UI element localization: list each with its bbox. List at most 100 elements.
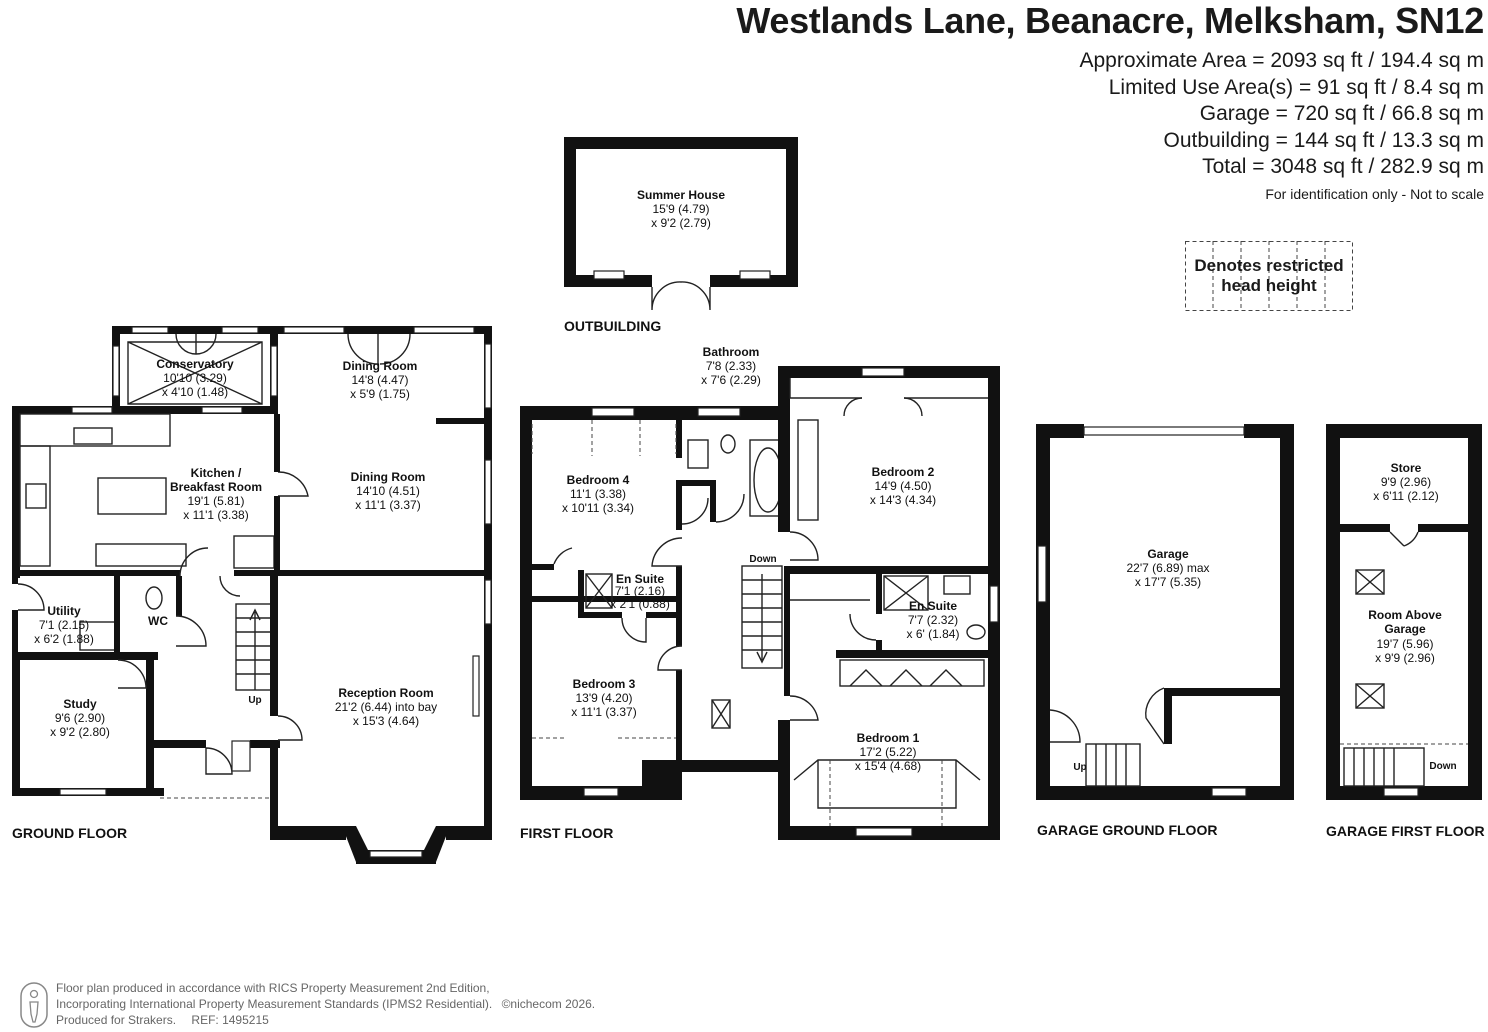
room-wc: WC: [148, 614, 168, 628]
room-dim: x 9'2 (2.80): [50, 725, 110, 739]
room-name: Kitchen /: [191, 466, 242, 480]
room-study: Study 9'6 (2.90) x 9'2 (2.80): [50, 697, 110, 739]
room-name: Reception Room: [338, 686, 433, 700]
room-ensuite: En Suite 7'7 (2.32) x 6' (1.84): [907, 599, 960, 641]
room-name: WC: [148, 614, 168, 628]
room-name: Dining Room: [351, 470, 426, 484]
first-floor-plan: [520, 366, 1000, 840]
room-store: Store 9'9 (2.96) x 6'11 (2.12): [1373, 461, 1438, 503]
room-name: Bedroom 4: [567, 473, 630, 487]
room-dim: x 10'11 (3.34): [562, 501, 634, 515]
room-dim: 9'9 (2.96): [1381, 475, 1431, 489]
room-name: Room Above: [1368, 608, 1442, 622]
room-dim: x 11'1 (3.38): [183, 508, 248, 522]
room-dim: x 9'2 (2.79): [651, 216, 711, 230]
room-name: Conservatory: [156, 357, 234, 371]
room-name: Study: [63, 697, 97, 711]
garage-ground-floor-label: GARAGE GROUND FLOOR: [1037, 822, 1217, 838]
identification-note: For identification only - Not to scale: [1265, 186, 1484, 202]
room-name: Utility: [47, 604, 81, 618]
outbuilding-plan: [564, 137, 798, 311]
room-name: En Suite: [909, 599, 957, 613]
footer-line-1: Floor plan produced in accordance with R…: [56, 981, 490, 995]
room-dim: x 5'9 (1.75): [350, 387, 410, 401]
room-dim: x 2'1 (0.88): [610, 597, 670, 611]
room-above-garage: Room Above Garage 19'7 (5.96) x 9'9 (2.9…: [1368, 608, 1442, 665]
room-dim: 19'1 (5.81): [188, 494, 245, 508]
room-dim: 11'1 (3.38): [570, 487, 626, 501]
room-bedroom-1: Bedroom 1 17'2 (5.22) x 15'4 (4.68): [855, 731, 921, 773]
stairs-down-label: Down: [749, 554, 776, 565]
room-dim: 19'7 (5.96): [1377, 637, 1434, 651]
copyright: ©nichecom 2026.: [501, 997, 596, 1011]
room-garage: Garage 22'7 (6.89) max x 17'7 (5.35): [1127, 547, 1210, 589]
room-dining: Dining Room 14'10 (4.51) x 11'1 (3.37): [351, 470, 426, 512]
room-dim: 17'2 (5.22): [860, 745, 917, 759]
room-bedroom-4: Bedroom 4 11'1 (3.38) x 10'11 (3.34): [562, 473, 634, 515]
room-bedroom-3: Bedroom 3 13'9 (4.20) x 11'1 (3.37): [571, 677, 636, 719]
room-dim: 15'9 (4.79): [653, 202, 710, 216]
room-dim: x 6' (1.84): [907, 627, 960, 641]
room-bedroom-2: Bedroom 2 14'9 (4.50) x 14'3 (4.34): [870, 465, 936, 507]
garage-first-plan: [1326, 424, 1482, 800]
room-dim: x 17'7 (5.35): [1135, 575, 1201, 589]
legend-line-2: head height: [1221, 276, 1317, 295]
room-dim: 14'9 (4.50): [875, 479, 932, 493]
room-name: Summer House: [637, 188, 725, 202]
room-dim: x 14'3 (4.34): [870, 493, 936, 507]
room-dim: x 4'10 (1.48): [162, 385, 228, 399]
garage-ground-plan: [1036, 424, 1294, 800]
area-summary: Approximate Area = 2093 sq ft / 194.4 sq…: [1080, 48, 1485, 181]
room-dining-top: Dining Room 14'8 (4.47) x 5'9 (1.75): [343, 359, 418, 401]
footer-line-3: Produced for Strakers.: [56, 1013, 177, 1027]
room-name: Bedroom 1: [857, 731, 920, 745]
room-dim: 21'2 (6.44) into bay: [335, 700, 437, 714]
room-dim: x 9'9 (2.96): [1375, 651, 1435, 665]
room-dim: x 15'4 (4.68): [855, 759, 921, 773]
room-dim: x 6'2 (1.88): [34, 632, 94, 646]
room-dim: 7'8 (2.33): [706, 359, 756, 373]
room-name: Garage: [1147, 547, 1189, 561]
room-utility: Utility 7'1 (2.15) x 6'2 (1.88): [34, 604, 94, 646]
room-dim: 22'7 (6.89) max: [1127, 561, 1210, 575]
room-kitchen: Kitchen / Breakfast Room 19'1 (5.81) x 1…: [170, 466, 262, 522]
garage-stairs-down-label: Down: [1429, 761, 1456, 772]
garage-stairs-up-label: Up: [1073, 762, 1086, 773]
room-dim: 10'10 (3.29): [163, 371, 227, 385]
room-name: Breakfast Room: [170, 480, 262, 494]
first-floor-label: FIRST FLOOR: [520, 825, 613, 841]
area-garage: Garage = 720 sq ft / 66.8 sq m: [1199, 102, 1484, 125]
room-dim: x 11'1 (3.37): [355, 498, 420, 512]
room-dim: 14'8 (4.47): [352, 373, 409, 387]
ground-floor-plan: [12, 326, 492, 864]
room-dim: 7'7 (2.32): [908, 613, 958, 627]
room-name: Bathroom: [703, 345, 760, 359]
room-dim: x 15'3 (4.64): [353, 714, 419, 728]
reference-number: REF: 1495215: [191, 1013, 269, 1027]
room-bathroom: Bathroom 7'8 (2.33) x 7'6 (2.29): [701, 345, 761, 387]
room-name: En Suite: [616, 572, 664, 586]
property-address-title: Westlands Lane, Beanacre, Melksham, SN12: [736, 0, 1484, 41]
room-conservatory: Conservatory 10'10 (3.29) x 4'10 (1.48): [156, 357, 234, 399]
area-approximate: Approximate Area = 2093 sq ft / 194.4 sq…: [1079, 49, 1485, 72]
area-limited-use: Limited Use Area(s) = 91 sq ft / 8.4 sq …: [1108, 75, 1484, 99]
room-dim: x 11'1 (3.37): [571, 705, 636, 719]
room-name: Garage: [1384, 622, 1426, 636]
restricted-height-legend-box: [1185, 241, 1353, 311]
room-dim: 13'9 (4.20): [576, 691, 633, 705]
room-dim: x 7'6 (2.29): [701, 373, 761, 387]
room-name: Bedroom 2: [872, 465, 935, 479]
room-dim: 7'1 (2.15): [39, 618, 89, 632]
ground-floor-label: GROUND FLOOR: [12, 825, 127, 841]
legend-line-1: Denotes restricted: [1194, 256, 1344, 275]
area-total: Total = 3048 sq ft / 282.9 sq m: [1202, 155, 1484, 178]
footer-notes: Floor plan produced in accordance with R…: [56, 980, 595, 1028]
room-name: Bedroom 3: [573, 677, 636, 691]
area-outbuilding: Outbuilding = 144 sq ft / 13.3 sq m: [1163, 128, 1484, 152]
rics-person-logo: [20, 982, 48, 1028]
room-ensuite-small: En Suite 7'1 (2.16) x 2'1 (0.88): [610, 572, 670, 611]
footer-line-2-row: Incorporating International Property Mea…: [56, 996, 595, 1012]
room-summer-house: Summer House 15'9 (4.79) x 9'2 (2.79): [637, 188, 725, 230]
outbuilding-label: OUTBUILDING: [564, 318, 661, 334]
